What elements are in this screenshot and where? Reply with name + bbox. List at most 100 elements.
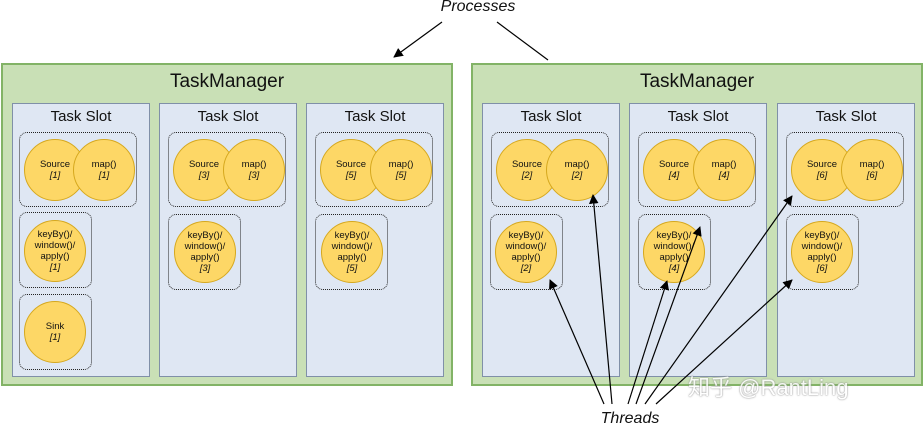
- operator-line: window()/: [505, 241, 547, 252]
- task-slot-2: Task Slot Source [4] map() [4] keyBy()/ …: [629, 103, 767, 377]
- operator-index: [1]: [49, 262, 61, 273]
- thread-arrow: [549, 279, 605, 405]
- operator-line: keyBy()/: [37, 229, 73, 240]
- window-operator: keyBy()/ window()/ apply() [2]: [495, 221, 557, 283]
- operator-index: [4]: [668, 263, 680, 274]
- operator-index: [6]: [816, 263, 828, 274]
- operator-line: keyBy()/: [334, 230, 370, 241]
- operator-line: keyBy()/: [187, 230, 223, 241]
- operator-line: apply(): [807, 252, 837, 263]
- chain-group-source-map: [315, 132, 433, 207]
- operator-name: Source: [335, 159, 367, 170]
- operator-index: [2]: [521, 170, 533, 181]
- process-arrow-left: [393, 21, 443, 58]
- operator-index: [5]: [346, 263, 358, 274]
- sink-group: [19, 294, 92, 370]
- operator-index: [5]: [395, 170, 407, 181]
- chain-group-source-map: [638, 132, 756, 207]
- operator-index: [6]: [816, 170, 828, 181]
- task-manager-2: TaskManager Task Slot Source [2] map() […: [471, 63, 923, 386]
- operator-index: [6]: [866, 170, 878, 181]
- operator-name: Source: [511, 159, 543, 170]
- task-manager-title: TaskManager: [169, 71, 285, 92]
- operator-index: [4]: [718, 170, 730, 181]
- map-operator: map() [6]: [841, 139, 903, 201]
- operator-name: map(): [91, 159, 117, 170]
- map-operator: map() [4]: [693, 139, 755, 201]
- operator-line: keyBy()/: [804, 230, 840, 241]
- process-arrow-right: [496, 21, 549, 61]
- thread-arrow: [589, 194, 613, 405]
- thread-arrow: [627, 280, 669, 405]
- task-slot-1: Task Slot Source [1] map() [1] keyBy()/ …: [12, 103, 150, 377]
- operator-name: Source: [806, 159, 838, 170]
- operator-index: [3]: [199, 263, 211, 274]
- thread-arrow: [644, 195, 793, 405]
- task-slot-title: Task Slot: [344, 108, 406, 125]
- task-slot-title: Task Slot: [815, 108, 877, 125]
- operator-name: map(): [388, 159, 414, 170]
- processes-label: Processes: [440, 0, 516, 15]
- operator-line: window()/: [801, 241, 843, 252]
- operator-name: map(): [711, 159, 737, 170]
- sink-operator: Sink [1]: [24, 301, 86, 363]
- window-group: [490, 214, 563, 290]
- source-operator: Source [4]: [643, 139, 705, 201]
- operator-line: apply(): [40, 251, 70, 262]
- task-manager-1: TaskManager Task Slot Source [1] map() […: [1, 63, 453, 386]
- operator-line: window()/: [653, 241, 695, 252]
- operator-index: [2]: [571, 170, 583, 181]
- map-operator: map() [5]: [370, 139, 432, 201]
- operator-name: map(): [859, 159, 885, 170]
- operator-line: apply(): [659, 252, 689, 263]
- window-group: [638, 214, 711, 290]
- operator-line: apply(): [337, 252, 367, 263]
- operator-index: [4]: [668, 170, 680, 181]
- chain-group-source-map: [491, 132, 609, 207]
- task-slot-2: Task Slot Source [3] map() [3] keyBy()/ …: [159, 103, 297, 377]
- operator-name: Sink: [45, 321, 65, 332]
- operator-index: [5]: [345, 170, 357, 181]
- chain-group-source-map: [19, 132, 137, 207]
- thread-arrow: [655, 279, 793, 405]
- operator-index: [1]: [49, 170, 61, 181]
- map-operator: map() [1]: [73, 139, 135, 201]
- task-slot-3: Task Slot Source [5] map() [5] keyBy()/ …: [306, 103, 444, 377]
- threads-label: Threads: [600, 410, 660, 427]
- map-operator: map() [3]: [223, 139, 285, 201]
- task-slot-3: Task Slot Source [6] map() [6] keyBy()/ …: [777, 103, 915, 377]
- operator-index: [2]: [520, 263, 532, 274]
- window-operator: keyBy()/ window()/ apply() [6]: [791, 221, 853, 283]
- operator-line: keyBy()/: [656, 230, 692, 241]
- window-group: [315, 214, 388, 290]
- thread-arrow: [635, 226, 702, 405]
- window-operator: keyBy()/ window()/ apply() [4]: [643, 221, 705, 283]
- chain-group-source-map: [168, 132, 286, 207]
- operator-name: Source: [658, 159, 690, 170]
- operator-line: apply(): [511, 252, 541, 263]
- window-operator: keyBy()/ window()/ apply() [1]: [24, 220, 86, 282]
- operator-line: apply(): [190, 252, 220, 263]
- task-slot-title: Task Slot: [197, 108, 259, 125]
- window-group: [786, 214, 859, 290]
- window-operator: keyBy()/ window()/ apply() [3]: [174, 221, 236, 283]
- operator-line: window()/: [34, 240, 76, 251]
- operator-line: keyBy()/: [508, 230, 544, 241]
- operator-name: Source: [39, 159, 71, 170]
- task-slot-title: Task Slot: [667, 108, 729, 125]
- operator-line: window()/: [331, 241, 373, 252]
- operator-line: window()/: [184, 241, 226, 252]
- operator-name: map(): [241, 159, 267, 170]
- window-operator: keyBy()/ window()/ apply() [5]: [321, 221, 383, 283]
- task-slot-title: Task Slot: [520, 108, 582, 125]
- operator-index: [3]: [198, 170, 210, 181]
- operator-name: map(): [564, 159, 590, 170]
- operator-index: [1]: [49, 332, 61, 343]
- operator-index: [1]: [98, 170, 110, 181]
- task-manager-title: TaskManager: [639, 71, 755, 92]
- watermark: 知乎 @RantLing: [688, 375, 849, 400]
- task-slot-title: Task Slot: [50, 108, 112, 125]
- window-group: [19, 212, 92, 288]
- operator-index: [3]: [248, 170, 260, 181]
